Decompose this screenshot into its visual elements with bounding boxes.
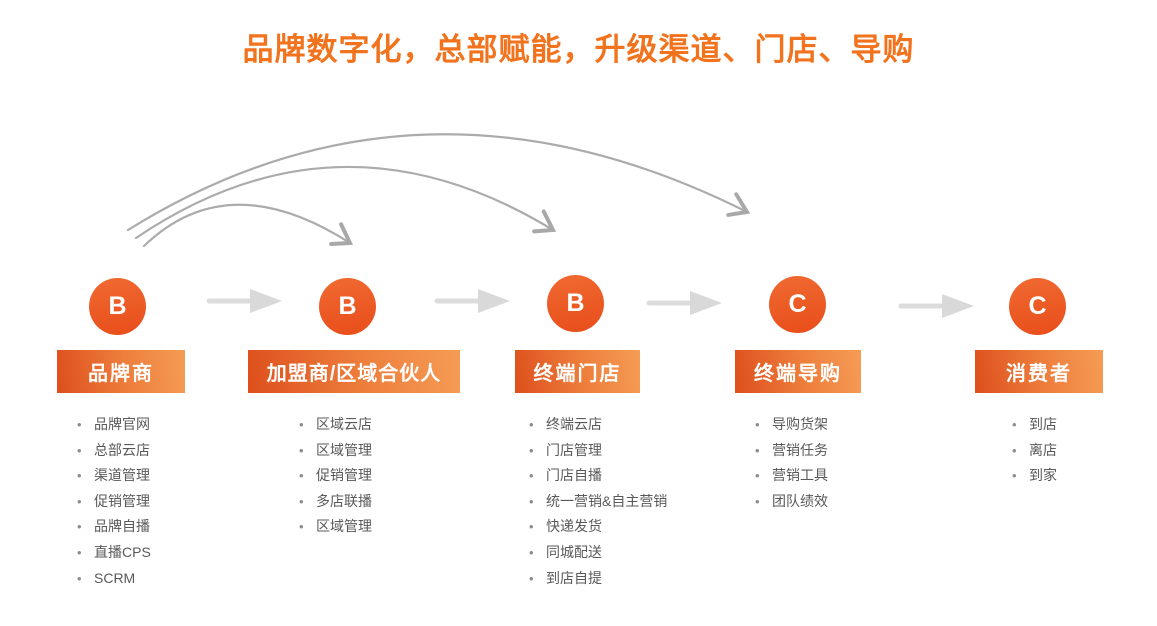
role-label-text: 消费者 xyxy=(1006,363,1072,385)
right-arrow-icon xyxy=(646,291,722,315)
right-arrow-icon xyxy=(434,289,510,313)
role-badge-store: B xyxy=(547,275,604,332)
badge-letter: B xyxy=(338,292,357,320)
list-item: 到店 xyxy=(1010,412,1157,438)
list-item: 到店自提 xyxy=(527,566,717,592)
role-label-text: 终端门店 xyxy=(533,363,622,385)
role-label-text: 终端导购 xyxy=(754,363,842,385)
role-label-franchisee: 加盟商/区域合伙人 xyxy=(248,350,460,393)
list-item: 品牌自播 xyxy=(75,514,265,540)
slide-title: 品牌数字化，总部赋能，升级渠道、门店、导购 xyxy=(242,32,915,67)
feature-list-consumer: 到店离店到家 xyxy=(1010,412,1157,489)
list-item: 同城配送 xyxy=(527,540,717,566)
list-item: 区域管理 xyxy=(297,514,487,540)
list-item: 到家 xyxy=(1010,463,1157,489)
curved-arrow-icon xyxy=(142,203,354,248)
role-label-brand: 品牌商 xyxy=(57,350,185,393)
badge-letter: C xyxy=(788,290,807,318)
feature-list-brand: 品牌官网总部云店渠道管理促销管理品牌自播直播CPSSCRM xyxy=(75,412,265,591)
list-item: 总部云店 xyxy=(75,438,265,464)
list-item: 门店自播 xyxy=(527,463,717,489)
list-item: 促销管理 xyxy=(297,463,487,489)
badge-letter: C xyxy=(1028,292,1047,320)
role-label-guide: 终端导购 xyxy=(735,350,861,393)
badge-letter: B xyxy=(108,292,127,320)
list-item: 营销工具 xyxy=(753,463,943,489)
curved-arrow-icon xyxy=(134,165,557,240)
list-item: 门店管理 xyxy=(527,438,717,464)
feature-list-franchisee: 区域云店区域管理促销管理多店联播区域管理 xyxy=(297,412,487,540)
list-item: 离店 xyxy=(1010,438,1157,464)
list-item: SCRM xyxy=(75,566,265,592)
list-item: 多店联播 xyxy=(297,489,487,515)
role-label-text: 加盟商/区域合伙人 xyxy=(266,363,442,385)
right-arrow-icon xyxy=(206,289,282,313)
curved-arrow-icon xyxy=(126,133,751,232)
role-badge-brand: B xyxy=(89,278,146,335)
list-item: 快递发货 xyxy=(527,514,717,540)
list-item: 营销任务 xyxy=(753,438,943,464)
feature-list-store: 终端云店门店管理门店自播统一营销&自主营销快递发货同城配送到店自提 xyxy=(527,412,717,591)
right-arrow-icon xyxy=(898,294,974,318)
role-badge-consumer: C xyxy=(1009,278,1066,335)
list-item: 统一营销&自主营销 xyxy=(527,489,717,515)
role-label-text: 品牌商 xyxy=(88,363,154,385)
feature-list-guide: 导购货架营销任务营销工具团队绩效 xyxy=(753,412,943,514)
badge-letter: B xyxy=(566,289,585,317)
role-badge-franchisee: B xyxy=(319,278,376,335)
list-item: 渠道管理 xyxy=(75,463,265,489)
list-item: 区域管理 xyxy=(297,438,487,464)
role-badge-guide: C xyxy=(769,276,826,333)
list-item: 区域云店 xyxy=(297,412,487,438)
list-item: 团队绩效 xyxy=(753,489,943,515)
list-item: 促销管理 xyxy=(75,489,265,515)
list-item: 直播CPS xyxy=(75,540,265,566)
role-label-consumer: 消费者 xyxy=(975,350,1103,393)
list-item: 终端云店 xyxy=(527,412,717,438)
role-label-store: 终端门店 xyxy=(515,350,640,393)
list-item: 导购货架 xyxy=(753,412,943,438)
list-item: 品牌官网 xyxy=(75,412,265,438)
